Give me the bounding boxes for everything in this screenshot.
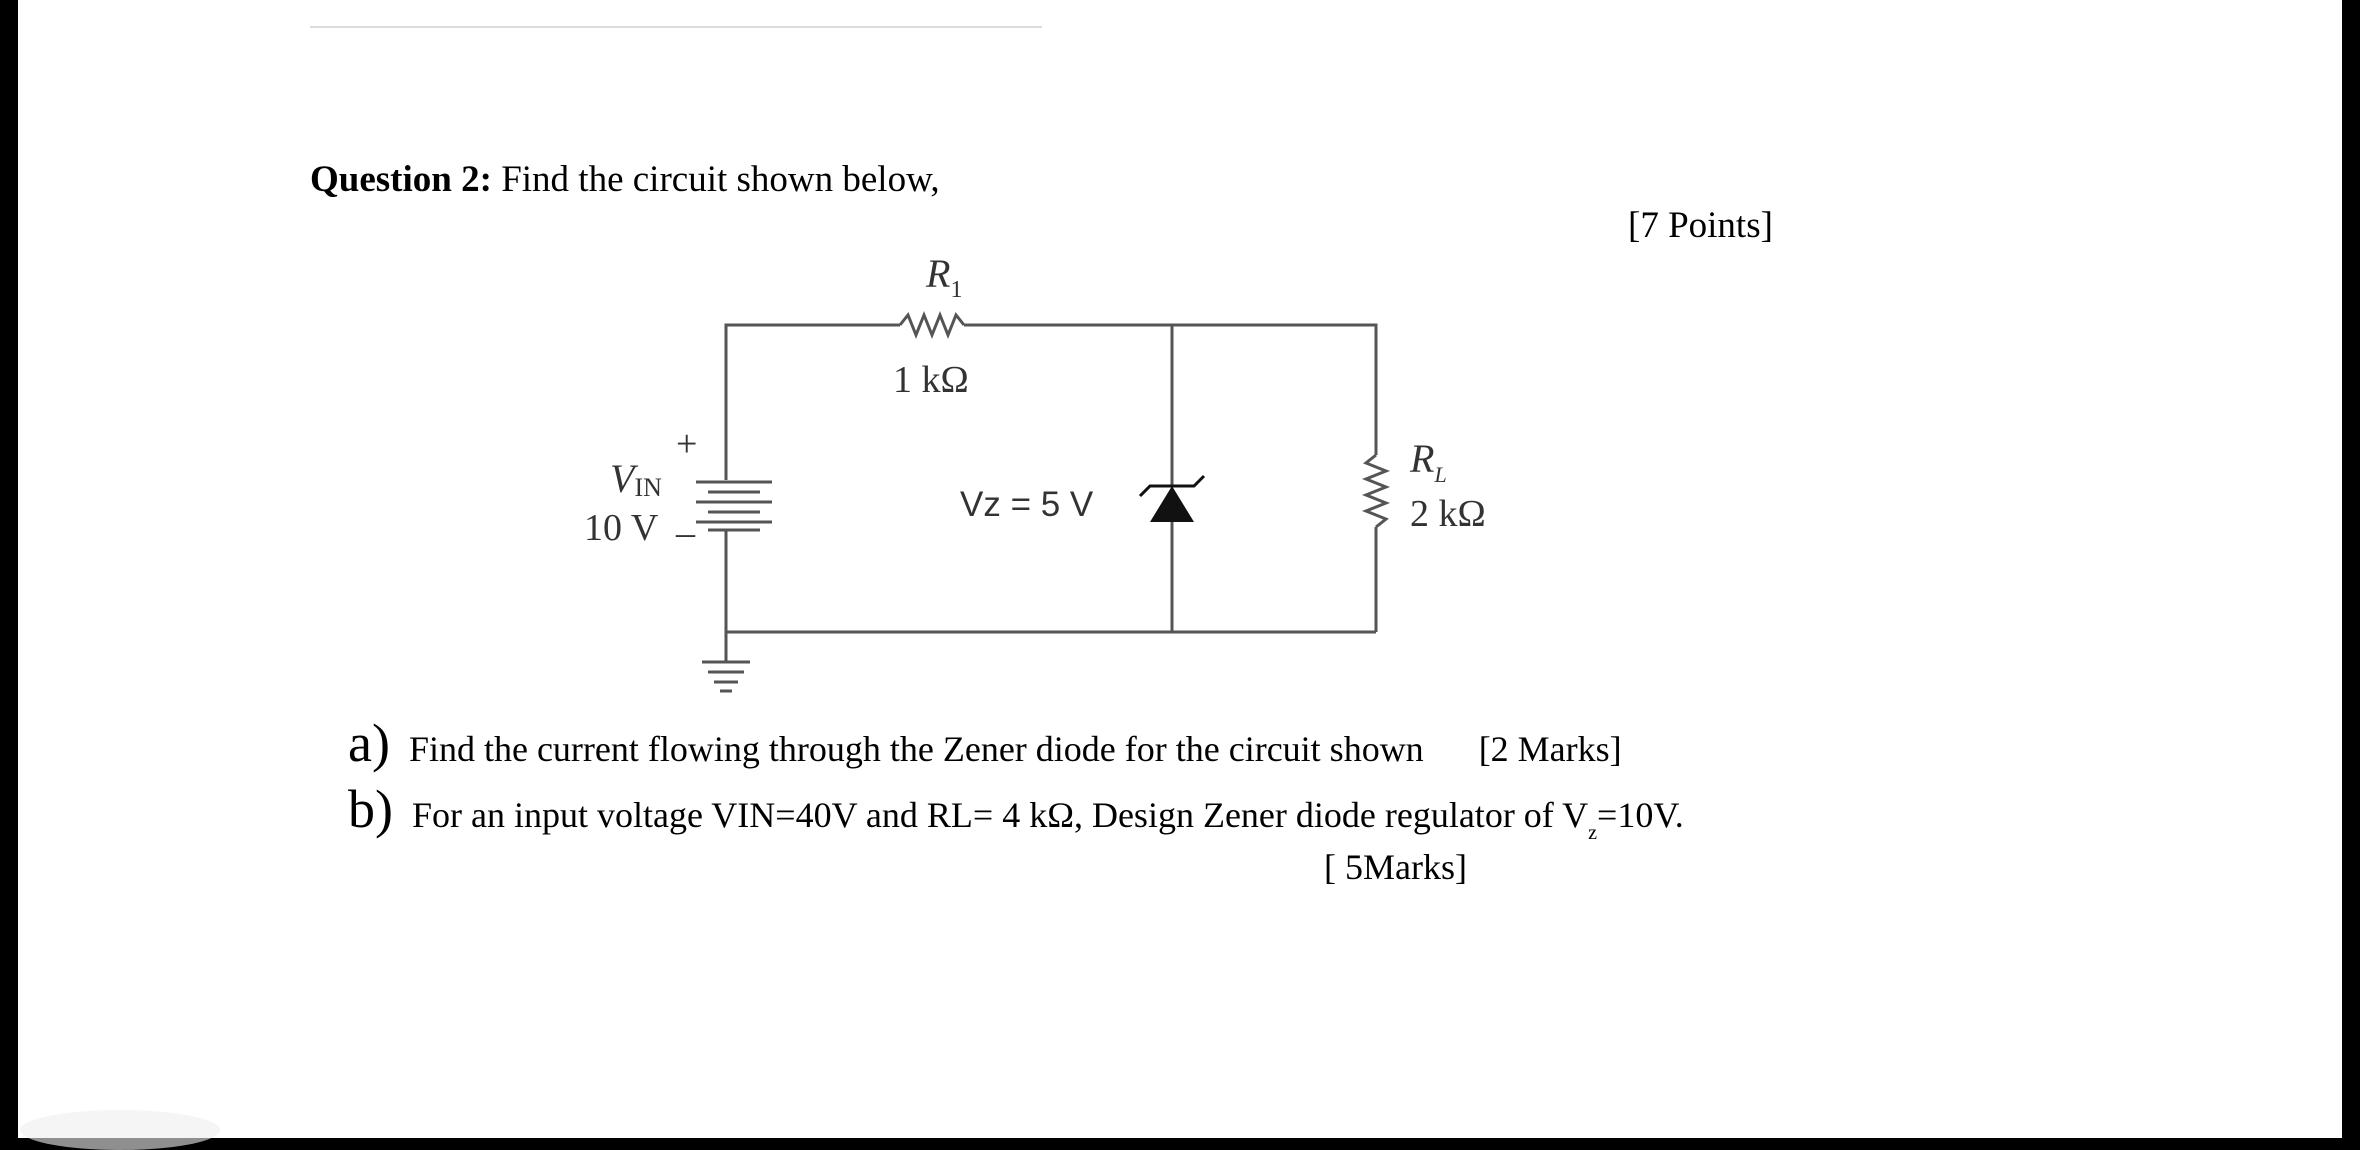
vin-label: VIN xyxy=(610,456,662,502)
part-b-marks: [ 5Marks] xyxy=(1324,847,1467,887)
part-b: b) For an input voltage VIN=40V and RL= … xyxy=(348,778,1684,844)
question-label: Question 2: xyxy=(310,159,492,200)
part-a-marks: [2 Marks] xyxy=(1478,729,1622,769)
wire-left-top xyxy=(724,323,900,480)
vin-value: 10 V xyxy=(584,507,659,549)
part-b-subscript: z xyxy=(1588,822,1598,844)
rl-value: 2 kΩ xyxy=(1410,493,1486,535)
corner-shadow xyxy=(20,1110,220,1150)
top-divider xyxy=(310,26,1042,28)
r1-label: R1 xyxy=(925,251,962,303)
document-page: Question 2: Find the circuit shown below… xyxy=(18,0,2342,1138)
battery-minus-sign: _ xyxy=(675,499,696,541)
question-points: [7 Points] xyxy=(1628,205,1773,246)
question-heading: Question 2: Find the circuit shown below… xyxy=(310,158,940,201)
question-text: Find the circuit shown below, xyxy=(501,159,940,200)
battery-plus-sign: + xyxy=(676,423,697,465)
resistor-r1 xyxy=(898,310,966,340)
battery-symbol xyxy=(696,480,772,532)
zener-voltage-label: Vz = 5 V xyxy=(960,485,1094,524)
wire-bottom xyxy=(724,530,1376,634)
r1-value: 1 kΩ xyxy=(893,359,969,401)
part-a-text: Find the current flowing through the Zen… xyxy=(408,729,1424,769)
part-b-text: For an input voltage VIN=40V and RL= 4 k… xyxy=(411,795,1589,835)
part-a-letter: a) xyxy=(348,713,390,773)
wire-top-right xyxy=(964,323,1378,455)
part-a: a) Find the current flowing through the … xyxy=(348,712,1622,774)
zener-diode-icon xyxy=(1138,474,1206,522)
part-b-letter: b) xyxy=(348,779,393,839)
rl-label: RL xyxy=(1409,436,1447,487)
part-b-text-end: =10V. xyxy=(1597,795,1684,835)
ground-icon xyxy=(702,660,750,693)
resistor-rl xyxy=(1361,453,1391,529)
